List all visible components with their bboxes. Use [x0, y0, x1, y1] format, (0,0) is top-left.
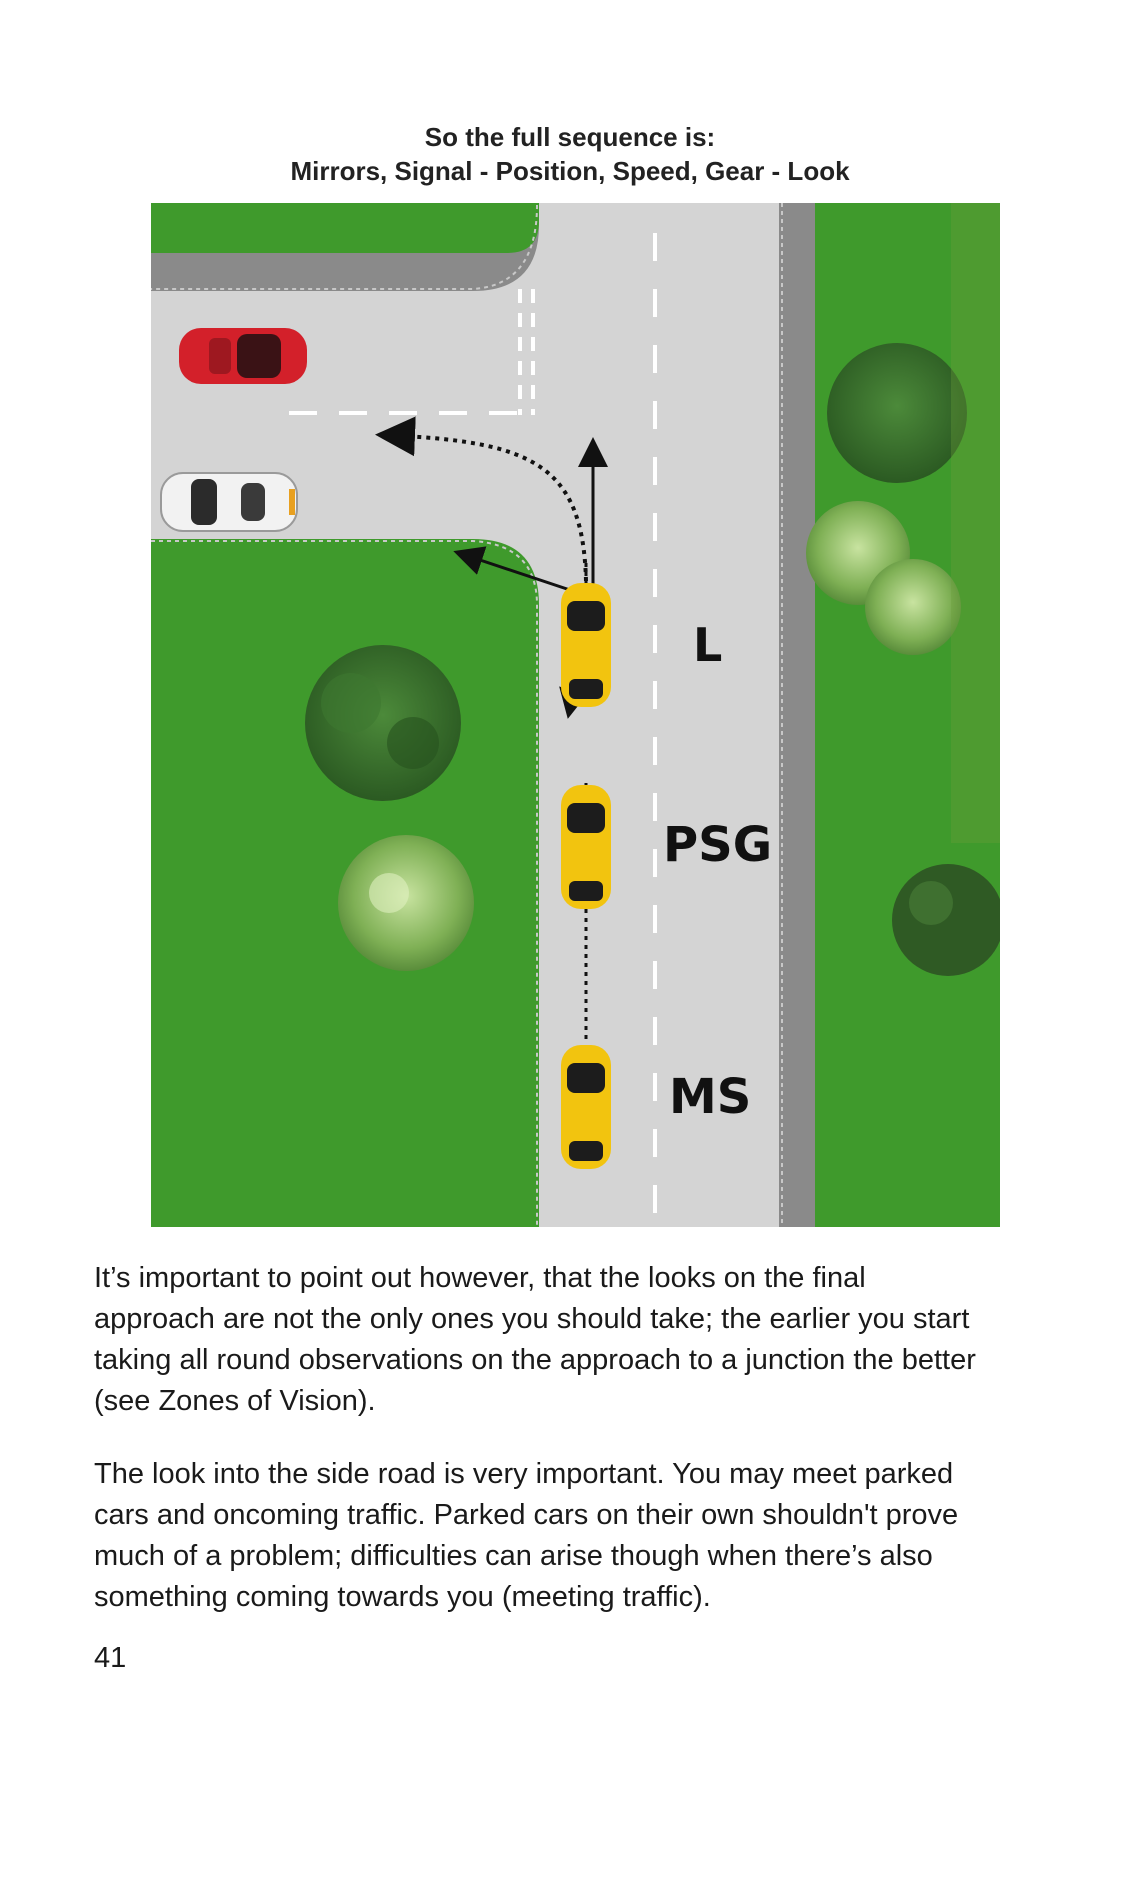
junction-diagram: L PSG MS — [151, 203, 1000, 1227]
tree-icon — [806, 501, 961, 655]
right-kerb — [779, 203, 815, 1227]
learner-car-look — [561, 583, 611, 707]
paragraph-2-line: The look into the side road is very impo… — [94, 1458, 954, 1490]
tree-icon — [827, 343, 967, 483]
paragraph-1-line: approach are not the only ones you shoul… — [94, 1303, 970, 1335]
paragraph-2-line: cars and oncoming traffic. Parked cars o… — [94, 1499, 959, 1531]
paragraph-1-line: (see Zones of Vision). — [94, 1385, 376, 1417]
paragraph-2-line: much of a problem; difficulties can aris… — [94, 1540, 933, 1572]
label-look: L — [693, 618, 722, 672]
learner-car-psg — [561, 785, 611, 909]
turn-path-arrow — [375, 416, 588, 582]
parked-white-car — [160, 472, 298, 532]
paragraph-1: It’s important to point out however, tha… — [94, 1258, 1074, 1422]
paragraph-1-line: taking all round observations on the app… — [94, 1344, 976, 1376]
paragraph-1-line: It’s important to point out however, tha… — [94, 1262, 866, 1294]
heading-line-1: So the full sequence is: — [424, 122, 716, 152]
paragraph-2: The look into the side road is very impo… — [94, 1454, 1074, 1618]
label-psg: PSG — [663, 817, 772, 873]
label-ms: MS — [669, 1069, 751, 1125]
heading-line-2: Mirrors, Signal - Position, Speed, Gear … — [290, 156, 850, 186]
learner-car-ms — [561, 1045, 611, 1169]
road-surface — [151, 203, 779, 1227]
parked-red-car — [179, 328, 307, 384]
paragraph-2-line: something coming towards you (meeting tr… — [94, 1581, 711, 1613]
tree-icon — [892, 864, 1000, 976]
page-number: 41 — [94, 1642, 127, 1674]
tree-icon — [305, 645, 461, 801]
tree-icon — [338, 835, 474, 971]
